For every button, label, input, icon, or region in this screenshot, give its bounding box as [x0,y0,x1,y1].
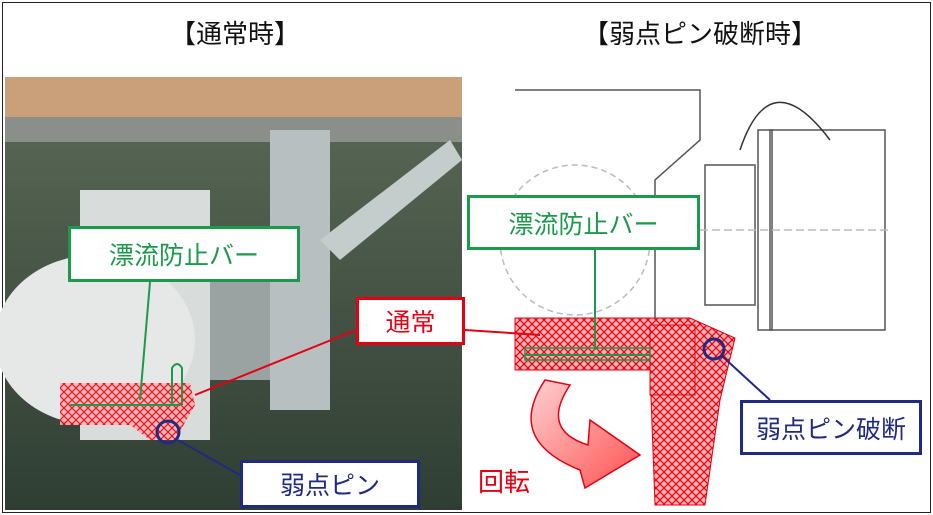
bar-rotated [514,317,736,506]
rotation-label: 回転 [478,468,531,498]
normal-label: 通常 [356,297,465,345]
weak-pin-label: 弱点ピン [240,460,420,508]
broken-title: 【弱点ピン破断時】 [582,20,817,50]
rotation-arrow [530,379,642,490]
drift-bar-label-left: 漂流防止バー [68,226,300,282]
drift-bar-label-right: 漂流防止バー [467,195,700,250]
dock-photo [0,77,462,510]
weak-pin-broken-label: 弱点ピン破断 [740,400,922,455]
normal-title: 【通常時】 [169,20,300,50]
